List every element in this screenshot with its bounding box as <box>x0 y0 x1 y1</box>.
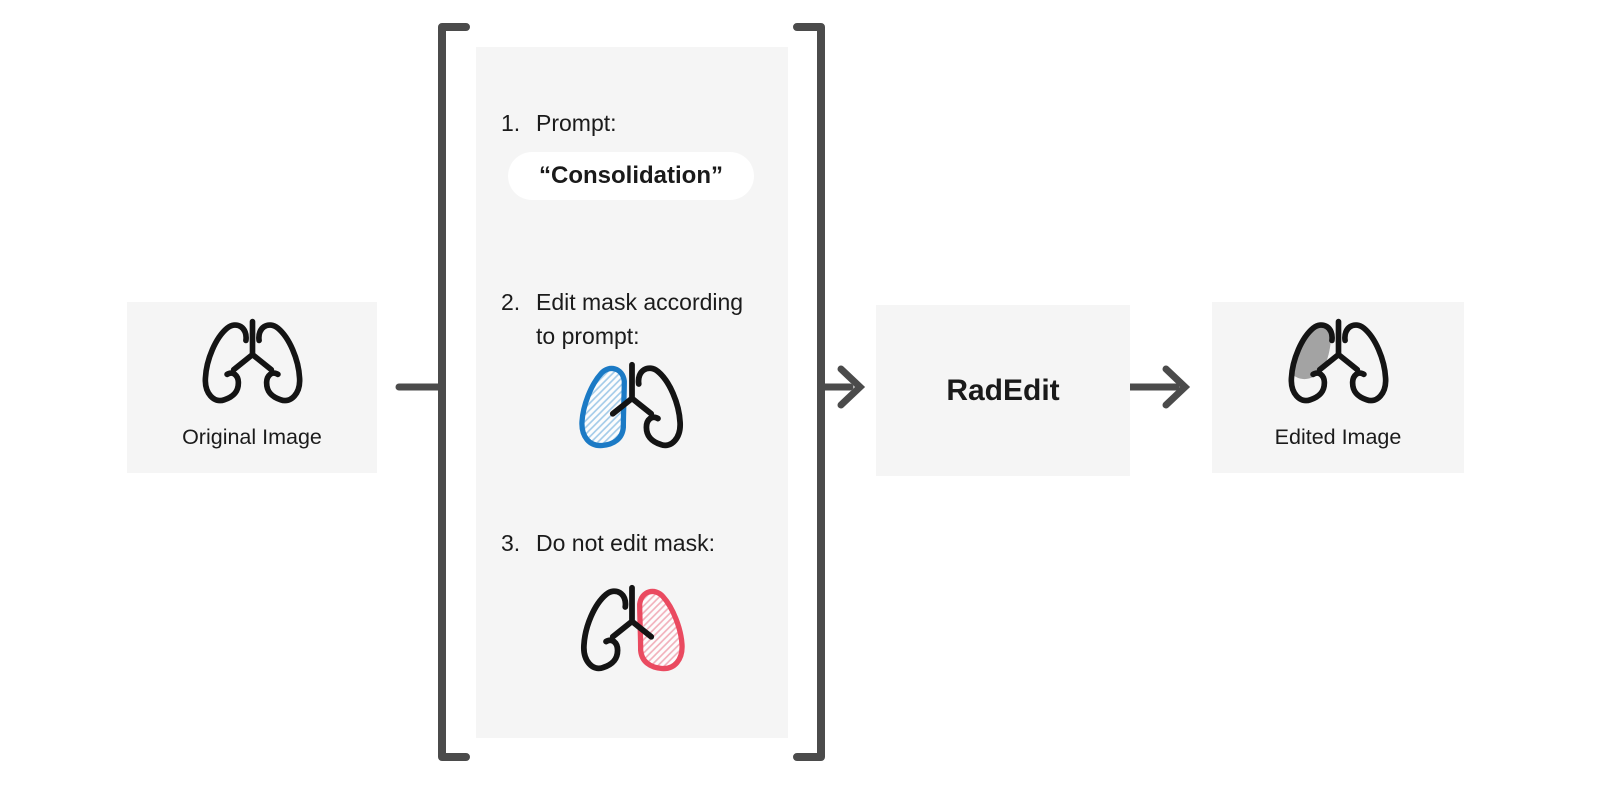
lungs-keep-mask-red-icon <box>574 581 690 681</box>
radedit-model-node: RadEdit <box>876 305 1130 476</box>
item-label: Do not edit mask: <box>536 530 715 556</box>
item-label: Prompt: <box>536 110 617 136</box>
edited-image-label: Edited Image <box>1274 425 1402 449</box>
lungs-consolidation-icon <box>1282 315 1395 413</box>
item-number: 3. <box>501 530 521 556</box>
right-square-bracket <box>793 23 825 761</box>
original-image-node: Original Image <box>127 302 377 473</box>
arrow-right-icon <box>1126 365 1191 409</box>
radedit-label: RadEdit <box>946 373 1060 407</box>
keep-mask-item: 3. Do not edit mask: <box>501 526 715 560</box>
left-square-bracket <box>438 23 470 761</box>
original-image-label: Original Image <box>182 425 322 449</box>
lungs-edit-mask-blue-icon <box>574 358 690 458</box>
lungs-icon <box>196 315 309 413</box>
prompt-item: 1. Prompt: <box>501 106 617 140</box>
item-label: Edit mask according to prompt: <box>536 289 744 349</box>
item-number: 2. <box>501 289 521 315</box>
item-number: 1. <box>501 110 521 136</box>
edit-mask-item: 2. Edit mask according to prompt: <box>501 285 754 353</box>
arrow-right-icon <box>821 365 866 409</box>
inputs-panel: 1. Prompt: “Consolidation” 2. Edit mask … <box>476 47 788 738</box>
edited-image-node: Edited Image <box>1212 302 1464 473</box>
prompt-pill: “Consolidation” <box>508 152 754 200</box>
